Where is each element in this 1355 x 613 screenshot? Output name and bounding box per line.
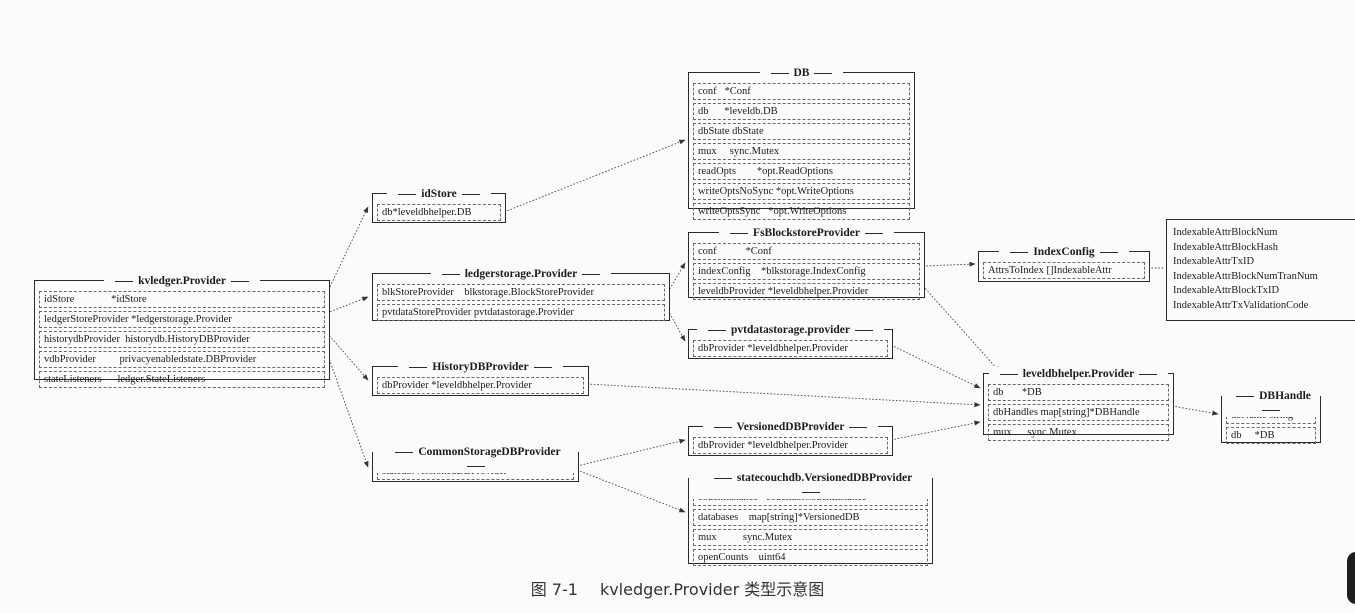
field: openCounts uint64: [693, 549, 928, 566]
edge-ledgerstorage-fsblockstore: [667, 262, 686, 293]
list-item: IndexableAttrBlockNum: [1173, 227, 1278, 238]
page-edge-tab: [1347, 552, 1355, 604]
field: blkStoreProvider blkstorage.BlockStorePr…: [377, 284, 665, 301]
leveldbhelper-provider-box: leveldbhelper.Provider db *DB dbHandles …: [983, 367, 1174, 441]
edge-commonstorage-statecouchdb: [576, 469, 686, 513]
box-title: IndexConfig: [999, 245, 1129, 259]
field: db*leveldbhelper.DB: [377, 204, 501, 221]
edge-historydb-leveldbhelper: [586, 383, 981, 408]
field: writeOptsNoSync *opt.WriteOptions: [693, 183, 910, 200]
field: dbProvider *leveldbhelper.Provider: [693, 340, 888, 357]
list-item: IndexableAttrBlockHash: [1173, 241, 1278, 253]
box-title: DB: [759, 66, 844, 80]
list-item: IndexableAttrTxValidationCode: [1173, 299, 1309, 311]
box-title: idStore: [387, 187, 491, 201]
edge-fsblockstore-leveldbhelper: [922, 285, 1001, 373]
box-title: statecouchdb.VersionedDBProvider: [689, 471, 932, 499]
box-title: CommonStorageDBProvider: [373, 445, 578, 473]
field: leveldbProvider *leveldbhelper.Provider: [693, 283, 920, 300]
box-title: leveldbhelper.Provider: [988, 367, 1169, 381]
field: AttrsToIndex []IndexableAttr: [983, 262, 1145, 279]
field: mux sync.Mutex: [693, 529, 928, 546]
edge-pvtdata-leveldbhelper: [890, 344, 981, 389]
figure-caption: 图 7-1 kvledger.Provider 类型示意图: [0, 576, 1355, 600]
field: historydbProvider historydb.HistoryDBPro…: [39, 331, 325, 348]
box-title: pvtdatastorage.provider: [697, 323, 884, 337]
list-item: IndexableAttrTxID: [1173, 256, 1255, 268]
box-title: DBHandle: [1222, 389, 1320, 417]
historydb-provider-box: HistoryDBProvider dbProvider *leveldbhel…: [372, 360, 589, 396]
dbhandle-box: DBHandle dbName string db *DB: [1221, 389, 1321, 444]
edge-kvledger-commonstorage: [326, 352, 369, 468]
edge-fsblockstore-indexconfig: [922, 261, 976, 267]
field: conf *Conf: [693, 83, 910, 100]
field: readOpts *opt.ReadOptions: [693, 163, 910, 180]
field: db *DB: [1226, 427, 1316, 444]
field: stateListeners ledger.StateListeners: [39, 371, 325, 388]
fsblockstore-provider-box: FsBlockstoreProvider conf *Conf indexCon…: [688, 226, 925, 300]
versioneddb-provider-box: VersionedDBProvider dbProvider *leveldbh…: [688, 420, 893, 456]
field: pvtdataStoreProvider pvtdatastorage.Prov…: [377, 304, 665, 321]
field: dbProvider *leveldbhelper.Provider: [377, 377, 584, 394]
figure-number: 图 7-1: [530, 580, 578, 599]
edge-kvledger-idstore: [326, 206, 369, 294]
edge-leveldbhelper-dbhandle: [1171, 405, 1219, 416]
field: conf *Conf: [693, 243, 920, 260]
list-item: IndexableAttrBlockTxID: [1173, 285, 1280, 297]
box-title: HistoryDBProvider: [398, 360, 563, 374]
db-box: DB conf *Conf db *leveldb.DB dbState dbS…: [688, 66, 915, 220]
field: db *leveldb.DB: [693, 103, 910, 120]
box-title: ledgerstorage.Provider: [430, 267, 612, 281]
kvledger-provider-box: kvledger.Provider idStore *idStore ledge…: [34, 274, 330, 388]
idstore-box: idStore db*leveldbhelper.DB: [372, 187, 506, 223]
pvtdatastorage-provider-box: pvtdatastorage.provider dbProvider *leve…: [688, 323, 893, 359]
box-title: FsBlockstoreProvider: [719, 226, 894, 240]
edge-idstore-db: [503, 139, 686, 213]
field: databases map[string]*VersionedDB: [693, 509, 928, 526]
ledgerstorage-provider-box: ledgerstorage.Provider blkStoreProvider …: [372, 267, 670, 321]
statecouchdb-provider-box: statecouchdb.VersionedDBProvider couchIn…: [688, 471, 933, 566]
field: ledgerStoreProvider *ledgerstorage.Provi…: [39, 311, 325, 328]
indexable-attrs-box: IndexableAttrBlockNum IndexableAttrBlock…: [1166, 219, 1355, 321]
field: idStore *idStore: [39, 291, 325, 308]
list-item: IndexableAttrBlockNumTranNum: [1173, 270, 1318, 282]
indexconfig-box: IndexConfig AttrsToIndex []IndexableAttr: [978, 245, 1150, 282]
field: dbState dbState: [693, 123, 910, 140]
field: writeOptsSync *opt.WriteOptions: [693, 203, 910, 220]
field: indexConfig *blkstorage.IndexConfig: [693, 263, 920, 280]
edge-kvledger-historydb: [326, 332, 369, 381]
edge-kvledger-ledgerstorage: [326, 296, 369, 314]
field: db *DB: [988, 384, 1169, 401]
field: mux sync.Mutex: [988, 424, 1169, 441]
figure-title: kvledger.Provider 类型示意图: [599, 580, 825, 599]
edge-commonstorage-versioneddb: [576, 438, 686, 467]
field: mux sync.Mutex: [693, 143, 910, 160]
box-title: kvledger.Provider: [104, 274, 260, 288]
edge-ledgerstorage-pvtdata: [667, 309, 686, 342]
box-title: VersionedDBProvider: [702, 420, 879, 434]
field: dbHandles map[string]*DBHandle: [988, 404, 1169, 421]
field: dbProvider *leveldbhelper.Provider: [693, 437, 888, 454]
field: vdbProvider privacyenabledstate.DBProvid…: [39, 351, 325, 368]
edge-versioneddb-leveldbhelper: [890, 420, 981, 441]
commonstorage-provider-box: CommonStorageDBProvider statedb.Versione…: [372, 445, 579, 482]
